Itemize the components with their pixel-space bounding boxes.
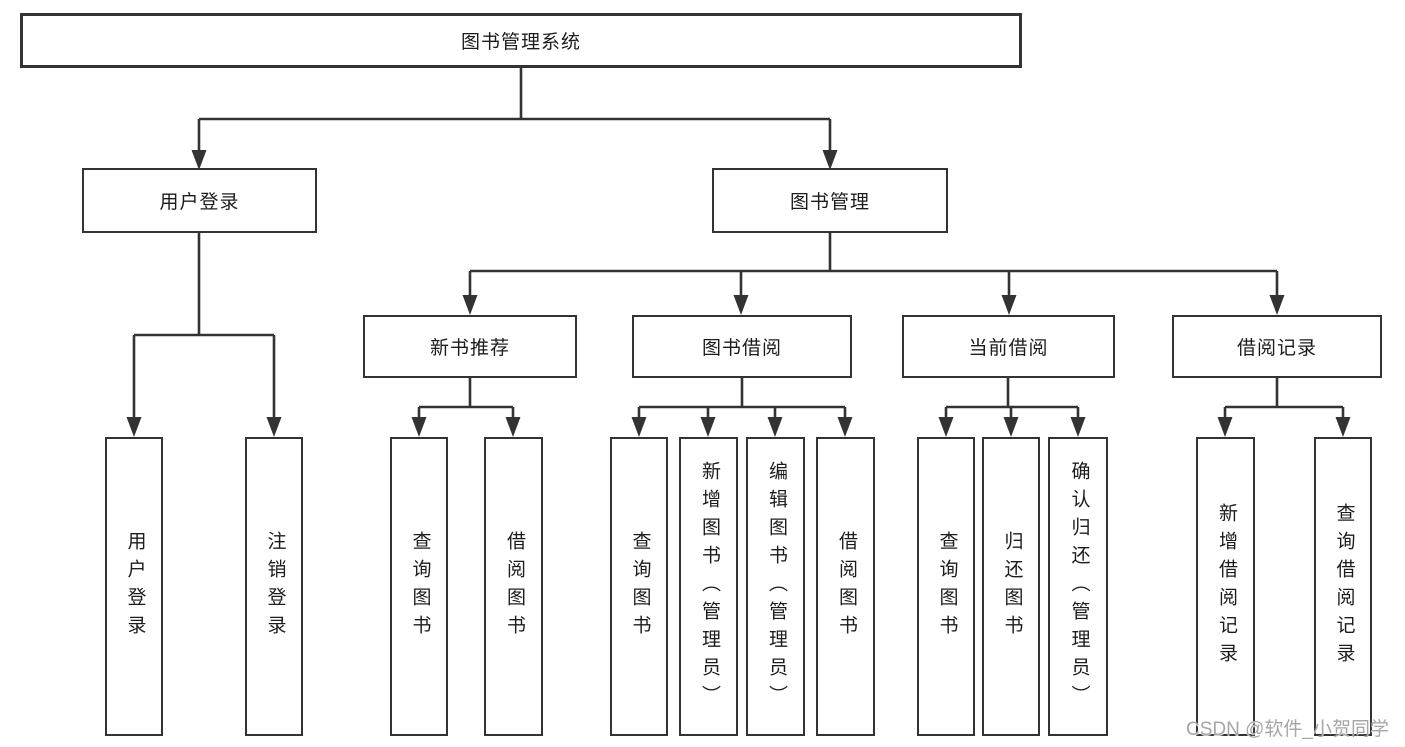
node-borrowing-records: 借阅记录 <box>1172 315 1382 378</box>
arrow-down-icon <box>822 150 838 170</box>
node-label: 用户登录 <box>159 192 240 213</box>
connector-book-mgmt-to-level3 <box>462 233 1285 315</box>
arrow-down-icon <box>1269 295 1285 315</box>
connector-new-book-children <box>411 378 521 437</box>
leaf-borrow-books: 借阅图书 <box>816 437 875 736</box>
arrow-down-icon <box>837 417 853 437</box>
node-label: 当前借阅 <box>968 338 1049 359</box>
arrow-down-icon <box>126 417 142 437</box>
arrow-down-icon <box>1003 417 1019 437</box>
node-label: 新书推荐 <box>429 338 510 359</box>
node-label: 查询图书 <box>409 530 431 643</box>
arrow-down-icon <box>1070 417 1086 437</box>
node-label: 确认归还（管理员） <box>1068 460 1090 713</box>
arrow-down-icon <box>1335 417 1351 437</box>
node-label: 归还图书 <box>1001 530 1023 643</box>
leaf-return-books: 归还图书 <box>982 437 1040 736</box>
leaf-add-books-admin: 新增图书（管理员） <box>679 437 738 736</box>
connector-book-borrow-children <box>631 378 853 437</box>
arrow-down-icon <box>462 295 478 315</box>
leaf-query-books-borrow: 查询图书 <box>610 437 668 736</box>
csdn-watermark: CSDN @软件_小贺同学 <box>1186 719 1389 740</box>
leaf-query-books-recommend: 查询图书 <box>390 437 448 736</box>
node-label: 借阅图书 <box>835 530 857 643</box>
leaf-query-books-current: 查询图书 <box>917 437 975 736</box>
arrow-down-icon <box>411 417 427 437</box>
node-current-borrowing: 当前借阅 <box>902 315 1115 378</box>
connector-root-to-level2 <box>191 68 838 170</box>
arrow-down-icon <box>191 150 207 170</box>
arrow-down-icon <box>700 417 716 437</box>
arrow-down-icon <box>767 417 783 437</box>
connector-user-login-children <box>126 233 282 437</box>
node-label: 图书借阅 <box>701 338 782 359</box>
leaf-confirm-return-admin: 确认归还（管理员） <box>1048 437 1108 736</box>
leaf-logout: 注销登录 <box>245 437 303 736</box>
connector-borrow-record-children <box>1217 378 1351 437</box>
arrow-down-icon <box>1001 295 1017 315</box>
leaf-user-login: 用户登录 <box>105 437 163 736</box>
node-label: 编辑图书（管理员） <box>765 460 787 713</box>
connector-current-borrow-children <box>938 378 1086 437</box>
arrow-down-icon <box>631 417 647 437</box>
node-label: 查询图书 <box>629 530 651 643</box>
node-label: 新增借阅记录 <box>1215 502 1237 671</box>
node-label: 查询借阅记录 <box>1333 502 1355 671</box>
node-book-management: 图书管理 <box>712 168 948 233</box>
leaf-add-borrow-record: 新增借阅记录 <box>1196 437 1255 736</box>
node-label: 借阅记录 <box>1236 338 1317 359</box>
node-library-management-system: 图书管理系统 <box>20 13 1022 68</box>
leaf-query-borrow-record: 查询借阅记录 <box>1314 437 1372 736</box>
node-label: 注销登录 <box>264 530 286 643</box>
node-label: 查询图书 <box>936 530 958 643</box>
leaf-borrow-books-recommend: 借阅图书 <box>484 437 543 736</box>
node-label: 图书管理系统 <box>460 32 581 53</box>
node-label: 用户登录 <box>124 530 146 643</box>
node-label: 借阅图书 <box>503 530 525 643</box>
arrow-down-icon <box>938 417 954 437</box>
node-book-borrowing: 图书借阅 <box>632 315 852 378</box>
leaf-edit-books-admin: 编辑图书（管理员） <box>746 437 805 736</box>
node-label: 图书管理 <box>789 192 870 213</box>
node-new-book-recommendation: 新书推荐 <box>363 315 577 378</box>
arrow-down-icon <box>733 295 749 315</box>
arrow-down-icon <box>505 417 521 437</box>
node-label: 新增图书（管理员） <box>698 460 720 713</box>
arrow-down-icon <box>1217 417 1233 437</box>
arrow-down-icon <box>266 417 282 437</box>
node-user-login: 用户登录 <box>82 168 317 233</box>
